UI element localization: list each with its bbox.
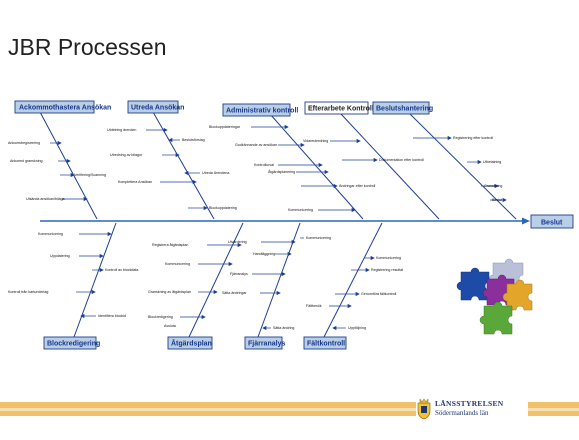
cause-label: Uppdatering bbox=[50, 254, 70, 258]
category-box-efterarbete: Efterarbete Kontroll bbox=[304, 101, 374, 115]
cause-label: Utdelning ärenden bbox=[107, 128, 136, 132]
cause-label: Avsluta bbox=[164, 324, 176, 328]
effect-box: Beslut bbox=[530, 214, 574, 229]
category-box-atgardsplan: Åtgärdsplan bbox=[167, 336, 213, 350]
cause-label: Granskning bbox=[484, 184, 502, 188]
cause-label: Granskning av åtgärdsplan bbox=[148, 290, 191, 294]
cause-label: Registrering resultat bbox=[371, 268, 403, 272]
cause-label: Registrera åtgärdsplan bbox=[152, 243, 188, 247]
lansstyrelsen-logo: LÄNSSTYRELSEN Södermanlands län bbox=[416, 396, 528, 422]
category-label: Efterarbete Kontroll bbox=[308, 106, 374, 113]
cause-label: Identifiera blockid bbox=[98, 314, 126, 318]
category-label: Fjärranalys bbox=[248, 341, 285, 348]
category-box-ansokan: Ackommothastera Ansökan bbox=[14, 100, 111, 114]
cause-label: Kommunicering bbox=[165, 262, 190, 266]
cause-arrows bbox=[50, 124, 507, 331]
bone-efterarbete bbox=[340, 113, 440, 220]
bone-faltkontroll bbox=[323, 222, 383, 338]
bone-utreda bbox=[152, 111, 215, 220]
bone-ansokan bbox=[39, 111, 98, 220]
cause-label: Utreda Ärendena bbox=[202, 171, 229, 175]
cause-label: Ändringar efter kontroll bbox=[339, 184, 376, 188]
category-box-beslutshantering: Beslutshantering bbox=[372, 101, 433, 115]
cause-label: Kontroll av blockdata bbox=[105, 268, 138, 272]
cause-label: Genomföra fältkontroll bbox=[361, 292, 397, 296]
cause-label: Registrering efter kontroll bbox=[453, 136, 493, 140]
cause-label: Sätta ändringar bbox=[222, 291, 247, 295]
logo-region: Södermanlands län bbox=[435, 409, 489, 417]
cause-label: Utredning av bilagor bbox=[110, 153, 143, 157]
cause-label: Kommunicering bbox=[38, 232, 63, 236]
cause-labels: Ankomstregistrering Ankomst granskning V… bbox=[8, 125, 502, 330]
cause-label: Kommunicering bbox=[306, 236, 331, 240]
lansstyrelsen-crest-icon bbox=[417, 398, 431, 420]
cause-label: Utsända ansökan/bilaga bbox=[26, 197, 65, 201]
category-label: Blockredigering bbox=[47, 341, 100, 348]
cause-label: Kommunicering bbox=[288, 208, 313, 212]
cause-label: Ankomstregistrering bbox=[8, 141, 40, 145]
category-box-faltkontroll: Fältkontroll bbox=[303, 336, 347, 350]
puzzle-icon bbox=[456, 258, 533, 335]
category-label: Administrativ kontroll bbox=[226, 108, 298, 115]
cause-label: Utbetalning bbox=[483, 160, 501, 164]
bone-fjarranalys bbox=[257, 222, 301, 338]
bone-atgardsplan bbox=[188, 222, 244, 338]
category-label: Ackommothastera Ansökan bbox=[19, 105, 111, 112]
effect-label: Beslut bbox=[541, 220, 563, 227]
cause-label: Blockuppdateringar bbox=[209, 125, 241, 129]
cause-label: Kommunicering bbox=[376, 256, 401, 260]
cause-label: Verifiering/Scanning bbox=[74, 173, 106, 177]
bone-blockredigering bbox=[73, 222, 117, 338]
cause-label: Handläggning bbox=[253, 252, 275, 256]
category-label: Åtgärdsplan bbox=[171, 339, 212, 348]
cause-label: Blockredigering bbox=[148, 315, 173, 319]
cause-label: Fältbesök bbox=[306, 304, 322, 308]
category-box-blockredigering: Blockredigering bbox=[43, 336, 100, 350]
cause-label: Godkännande av ansökan bbox=[235, 143, 277, 147]
cause-label: Vidareutredning bbox=[303, 139, 328, 143]
cause-label: Uppföljning bbox=[348, 326, 366, 330]
footer-band bbox=[0, 402, 579, 416]
category-box-utreda: Utreda Ansökan bbox=[127, 100, 184, 114]
category-box-administrativ: Administrativ kontroll bbox=[222, 103, 298, 117]
bone-administrativ bbox=[269, 113, 364, 220]
cause-label: Fjärranalys bbox=[230, 272, 248, 276]
slide-title: JBR Processen bbox=[8, 34, 167, 60]
cause-label: Ankomst granskning bbox=[10, 159, 43, 163]
bone-beslutshantering bbox=[409, 113, 517, 220]
cause-label: Sätta ändring bbox=[273, 326, 294, 330]
cause-label: Blockuppdatering bbox=[209, 206, 237, 210]
cause-label: Komplettera Ansökan bbox=[118, 180, 152, 184]
cause-label: Kontrollurval bbox=[254, 163, 274, 167]
cause-label: Beslut bbox=[492, 198, 502, 202]
cause-label: Åtgärdsplanering bbox=[268, 169, 295, 174]
cause-label: Utvärdering bbox=[228, 240, 247, 244]
cause-label: Beslutsförslag bbox=[182, 138, 205, 142]
category-label: Fältkontroll bbox=[307, 341, 345, 348]
logo-name: LÄNSSTYRELSEN bbox=[435, 399, 504, 408]
category-label: Beslutshantering bbox=[376, 106, 433, 113]
category-box-fjarranalys: Fjärranalys bbox=[244, 336, 285, 350]
spine-arrowhead bbox=[522, 217, 530, 225]
cause-label: Dokumentation efter kontroll bbox=[379, 158, 424, 162]
cause-label: Kontroll från kartunderlag bbox=[8, 290, 48, 294]
category-label: Utreda Ansökan bbox=[131, 105, 184, 112]
